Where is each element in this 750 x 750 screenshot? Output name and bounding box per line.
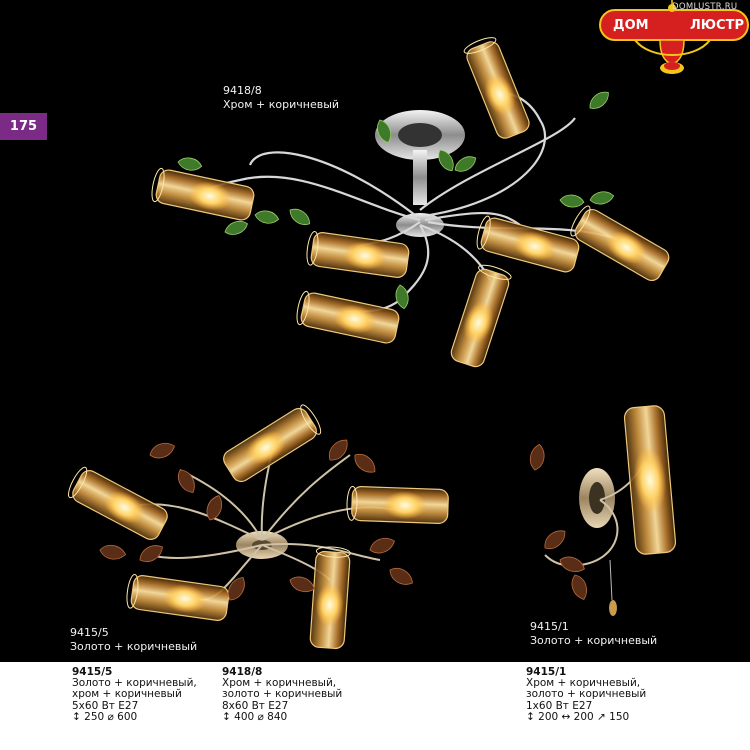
caption-model: 9418/8 — [223, 84, 262, 97]
spec-line: Хром + коричневый, — [222, 677, 337, 690]
page-number-tab: 175 — [0, 113, 47, 140]
product-photo-area: 175 DOMLUSTR.RU ДОМ ЛЮСТР 9418/8 Хром + … — [0, 0, 750, 654]
spec-dimensions: ↕ 250 ⌀ 600 — [72, 710, 138, 723]
caption-9415-5: 9415/5 Золото + коричневый — [70, 626, 197, 654]
chandelier-9415-5-photo — [64, 401, 450, 650]
spec-dimensions: ↕ 400 ⌀ 840 — [222, 710, 288, 723]
caption-model: 9415/1 — [530, 620, 569, 633]
caption-model: 9415/5 — [70, 626, 109, 639]
brand-url: DOMLUSTR.RU — [672, 2, 738, 12]
spec-block-9415-1: 9415/1 Хром + коричневый, золото + корич… — [526, 666, 647, 723]
spec-block-9418-8: 9418/8 Хром + коричневый, золото + корич… — [222, 666, 343, 723]
spec-panel: 9415/5 Золото + коричневый, хром + корич… — [0, 662, 750, 750]
spec-line: 5x60 Вт E27 — [72, 699, 139, 712]
spec-dimensions: ↕ 200 ↔ 200 ↗ 150 — [526, 710, 630, 723]
spec-model: 9415/1 — [526, 666, 567, 678]
spec-line: Хром + коричневый, — [526, 677, 641, 690]
caption-finish: Золото + коричневый — [530, 634, 658, 647]
caption-finish: Хром + коричневый — [223, 98, 340, 111]
caption-9415-1: 9415/1 Золото + коричневый — [530, 620, 657, 648]
chandelier-9418-8-photo — [149, 33, 673, 370]
caption-9418-8: 9418/8 Хром + коричневый — [223, 84, 339, 112]
spec-model: 9415/5 — [72, 666, 113, 678]
spec-model: 9418/8 — [222, 666, 263, 678]
spec-line: Золото + коричневый, — [72, 677, 197, 690]
dom-lustr-logo-icon — [599, 0, 749, 74]
spec-line: золото + коричневый — [526, 688, 647, 701]
brand-word-right: ЛЮСТР — [690, 18, 744, 33]
brand-logo — [595, 0, 750, 82]
caption-finish: Золото + коричневый — [70, 640, 198, 653]
spec-line: золото + коричневый — [222, 688, 343, 701]
spec-line: хром + коричневый — [72, 688, 182, 701]
spec-block-9415-5: 9415/5 Золото + коричневый, хром + корич… — [72, 666, 197, 723]
brand-word-left: ДОМ — [613, 18, 649, 33]
sconce-9415-1-photo — [527, 405, 677, 616]
spec-line: 1x60 Вт E27 — [526, 699, 593, 712]
product-photos — [64, 33, 677, 650]
spec-line: 8x60 Вт E27 — [222, 699, 289, 712]
